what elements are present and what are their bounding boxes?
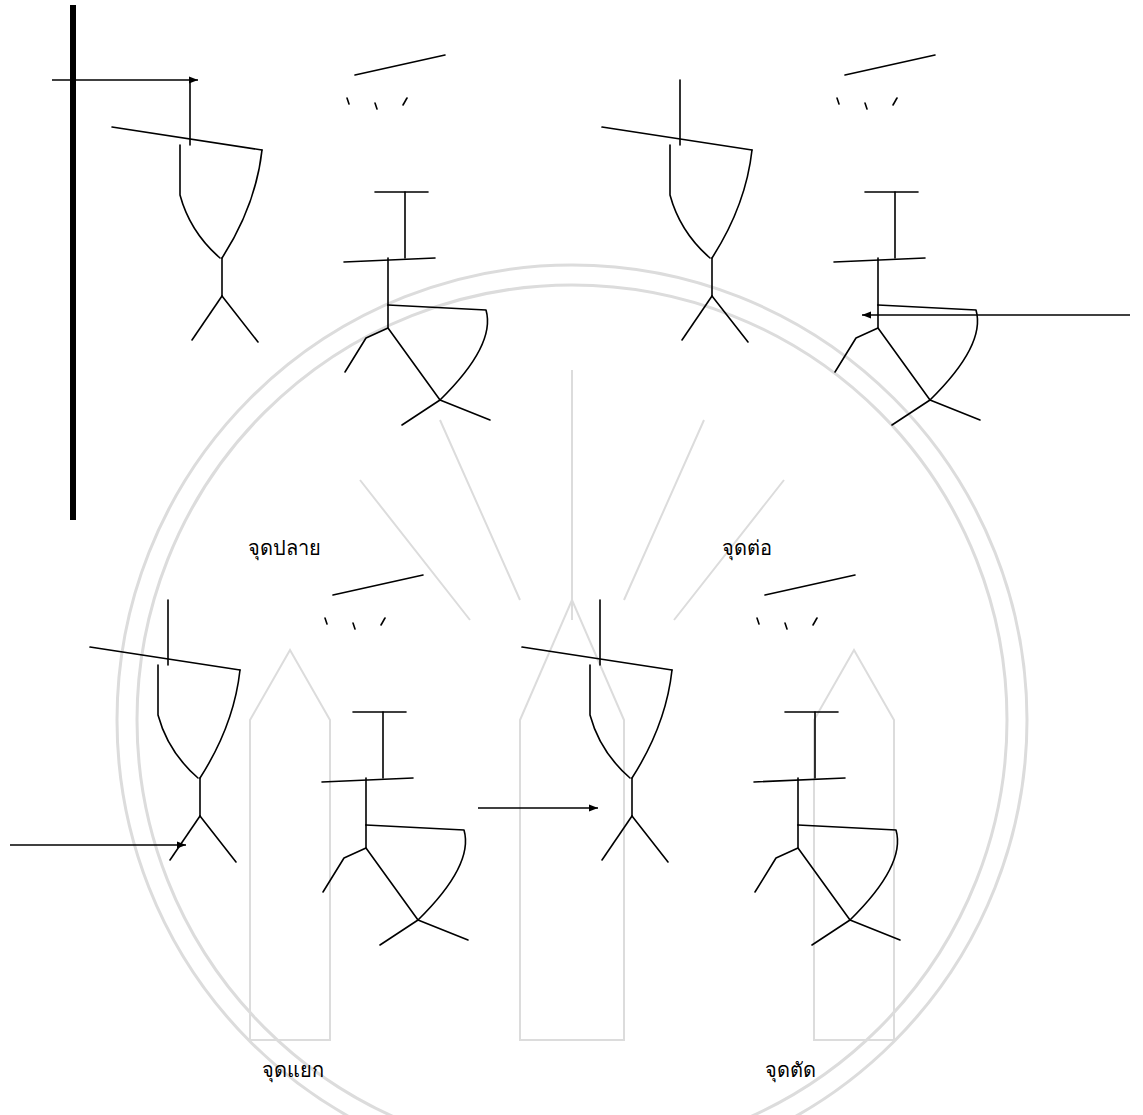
feature-label: จุดแยก [262,1058,324,1082]
watermark-seal [117,265,1027,1115]
feature-label: จุดตัด [765,1058,816,1082]
character-skeleton [90,575,468,945]
feature-label: จุดต่อ [722,536,772,560]
character-skeleton [112,55,490,425]
pointer-arrow [862,314,1130,316]
pointer-arrow [52,79,198,81]
character-skeleton [522,575,900,945]
pointer-arrow [478,807,598,809]
pointer-arrow [10,844,186,846]
border-bar [70,5,76,520]
feature-label: จุดปลาย [248,536,321,560]
character-skeleton [602,55,980,425]
